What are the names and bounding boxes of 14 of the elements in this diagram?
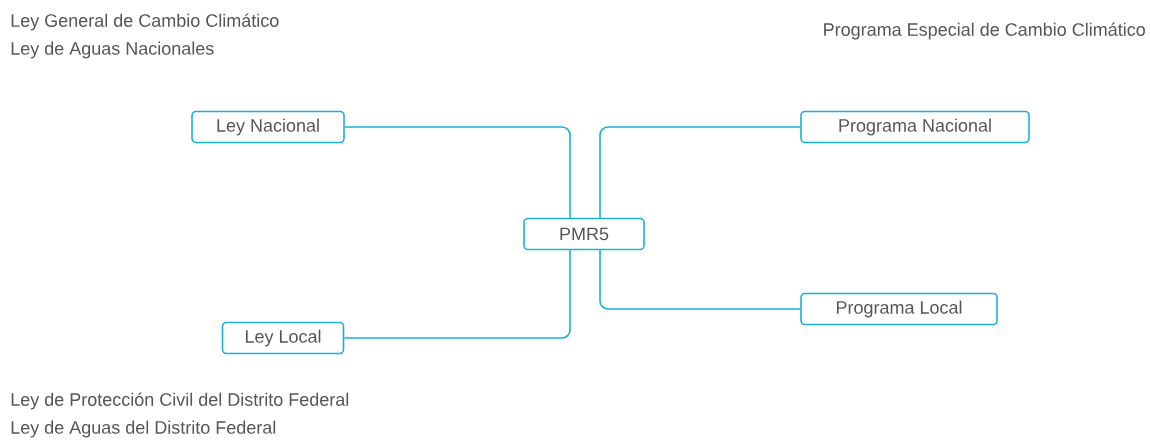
process-box: Ley Nacional <box>191 110 345 144</box>
connector-line <box>343 249 571 339</box>
note-text: Ley de Protección Civil del Distrito Federal <box>11 392 349 410</box>
note-text: Ley General de Cambio Climático <box>11 13 279 31</box>
connector-line <box>344 126 571 219</box>
process-box: PMR5 <box>523 217 645 251</box>
process-box: Programa Nacional <box>800 110 1030 144</box>
note-text: Programa Especial de Cambio Climático <box>824 22 1145 40</box>
note-text: Ley de Aguas Nacionales <box>11 41 214 59</box>
connector-line <box>599 249 801 310</box>
connector-line <box>599 126 801 219</box>
process-box: Ley Local <box>221 321 345 355</box>
process-box: Programa Local <box>800 292 998 326</box>
note-text: Ley de Aguas del Distrito Federal <box>11 420 276 438</box>
